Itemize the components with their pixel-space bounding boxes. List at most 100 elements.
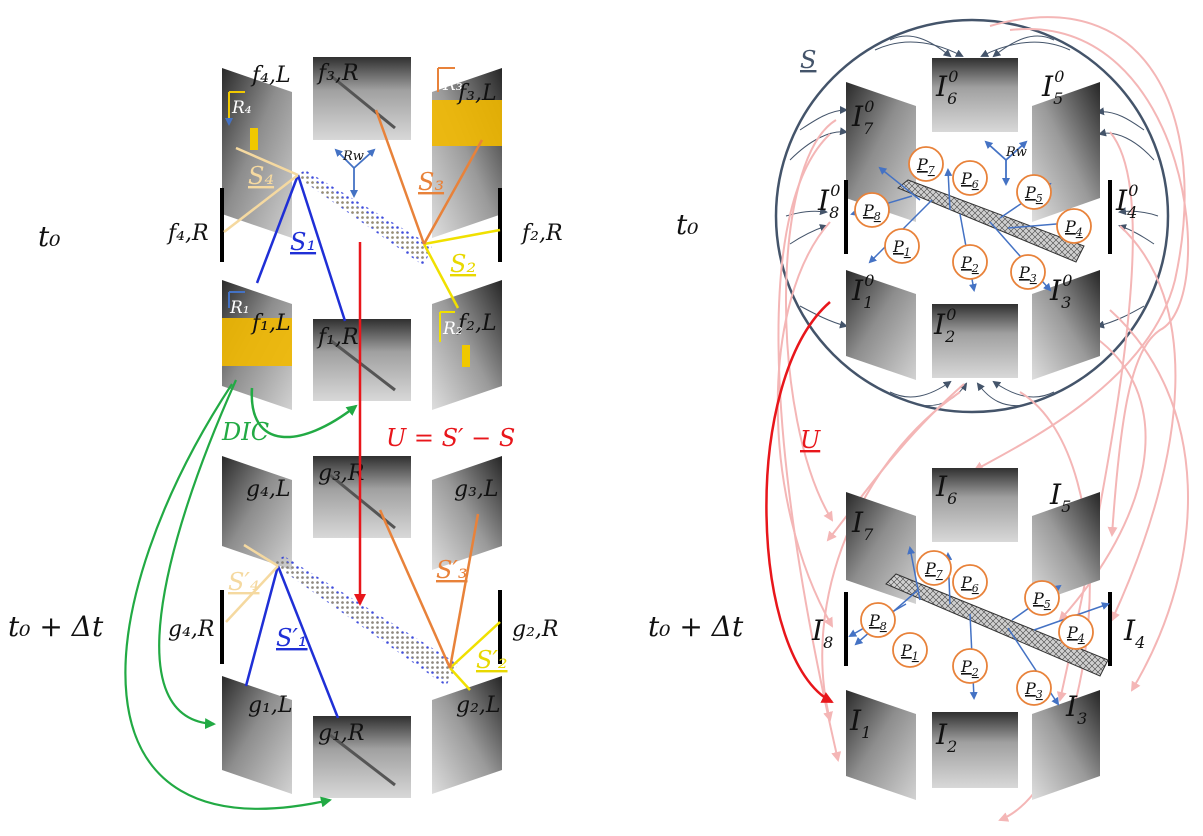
label-f4R: f₄,R [166,221,209,246]
beam-bottom [272,556,458,686]
label-f1L: f₁,L [250,311,291,336]
frame-g1R [313,716,411,798]
U-label: U [800,426,821,454]
point-P5-top: P5 [1024,183,1043,205]
label-g3L: g₃,L [454,477,499,502]
label-g3R: g₃,R [318,461,364,486]
frame-f3R [313,57,411,140]
point-P1-top: P1 [892,237,911,259]
label-I6-ref: I60 [935,67,958,108]
dic-label: DIC [221,418,269,446]
label-f3R: f₃,R [316,61,359,86]
image-I1 [846,690,916,800]
label-S3: S₃ [418,168,444,196]
label-I3-ref: I30 [1049,271,1072,312]
left-diagram: t₀ t₀ + Δt [8,57,563,810]
point-P7-bottom: P7 [924,559,943,581]
point-P3-bottom: P3 [1024,679,1043,701]
point-P2-top: P2 [960,253,979,275]
S-circle [774,18,1170,414]
label-I3: I3 [1065,690,1087,728]
label-I2: I2 [935,718,957,756]
mesh-beam-top [897,179,1085,263]
dic-arrow-1 [250,387,358,439]
label-f2L: f₂,L [456,311,497,336]
rig-markers [225,67,455,342]
point-P6-top: P6 [960,169,979,191]
label-I1: I1 [849,704,871,742]
label-S1: S₁ [290,228,316,256]
time-label-t0dt-left: t₀ + Δt [8,610,104,643]
frame-f2L [432,280,502,410]
label-g4R: g₄,R [168,617,214,642]
point-P4-top: P4 [1064,217,1083,239]
label-f3L: f₃,L [456,81,497,106]
label-S3p: S′₃ [436,556,468,584]
frame-f1L [222,280,292,410]
point-P6-bottom: P6 [960,573,979,595]
frame-f4L [222,68,292,238]
label-g2L: g₂,L [456,693,501,718]
frame-g1L [222,676,292,794]
image-I1-ref [846,270,916,380]
beam-top [296,170,432,266]
point-P1-bottom: P1 [900,641,919,663]
label-g1L: g₁,L [248,693,293,718]
label-I5: I5 [1049,478,1071,516]
world-frame-right [984,140,1028,186]
image-I3 [1032,690,1100,800]
point-P5-bottom: P5 [1032,589,1051,611]
label-I8: I8 [811,614,833,652]
label-Rw-left: Rw [342,149,364,164]
image-I6-ref [932,58,1018,132]
frame-g2L [432,676,502,794]
label-f4L: f₄,L [250,63,291,88]
shape-lines-top [223,109,501,322]
world-frame-left [334,148,376,198]
label-I7: I7 [851,506,874,544]
frame-f3L [432,68,502,238]
label-I2-ref: I20 [933,305,956,346]
label-I5-ref: I50 [1041,67,1064,108]
label-S4p: S′₄ [228,568,260,596]
points-top: P7 P6 P5 P4 P8 P1 P2 P3 [854,146,1092,290]
frame-g4L [222,456,292,570]
frame-f1R [313,319,411,401]
label-I4: I4 [1123,614,1145,652]
point-P7-top: P7 [916,155,935,177]
points-bottom: P7 P6 P5 P4 P8 P1 P2 P3 [860,550,1094,706]
label-S2: S₂ [450,250,476,278]
label-I8-ref: I80 [817,181,840,222]
time-label-t0-left: t₀ [38,220,60,253]
shape-lines-bottom [225,509,501,719]
label-g2R: g₂,R [512,617,558,642]
label-S2p: S′₂ [476,646,508,674]
image-I2 [932,712,1018,788]
image-labels: I7 I6 I5 I8 I4 I1 I2 I3 [811,470,1145,756]
image-I3-ref [1032,270,1100,380]
label-f1R: f₁,R [316,325,359,350]
displacement-equation: U = S′ − S [386,424,515,452]
point-P8-top: P8 [862,201,881,223]
label-I7-ref: I70 [851,97,874,138]
label-f2R: f₂,R [520,221,563,246]
point-P3-top: P3 [1018,263,1037,285]
U-arrow-right [765,301,834,704]
ref-image-labels: I70 I60 I50 I80 I40 I10 I20 I30 [817,67,1138,346]
right-diagram: t₀ t₀ + Δt S [648,16,1190,822]
U-pink-arrows [776,16,1190,822]
image-I5 [1032,492,1100,604]
image-I2-ref [932,304,1018,378]
image-I6 [932,468,1018,542]
mesh-beam-bottom [885,573,1109,677]
label-R3: R₃ [442,75,463,95]
dic-arrow-3 [124,383,332,810]
frame-g3L [432,456,502,570]
label-R2: R₂ [442,319,463,339]
label-R1: R₁ [229,298,250,318]
S-label: S [800,46,816,74]
label-g1R: g₁,R [318,721,364,746]
label-I6: I6 [935,470,957,508]
time-label-t0dt-right: t₀ + Δt [648,610,744,643]
